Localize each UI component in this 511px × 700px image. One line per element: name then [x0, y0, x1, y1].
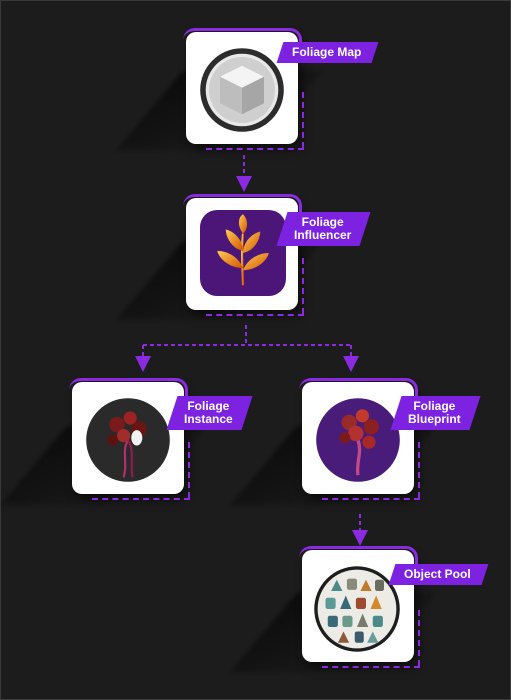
card-dash — [206, 148, 304, 150]
card-dash — [188, 442, 190, 498]
node-foliage-instance[interactable] — [69, 378, 190, 500]
card-dash — [302, 258, 304, 314]
foliage-map-label: Foliage Map — [292, 45, 362, 59]
node-foliage-map[interactable] — [183, 28, 304, 150]
plant-blueprint-icon — [316, 398, 400, 482]
card-trim — [69, 378, 188, 411]
leaf-sprout-icon — [200, 210, 286, 296]
foliage-instance-label: Foliage Instance — [184, 399, 233, 426]
cube-icon — [200, 48, 284, 132]
node-label: Foliage Blueprint — [390, 396, 481, 430]
object-pool-label: Object Pool — [404, 567, 471, 581]
node-label: Foliage Influencer — [276, 212, 371, 246]
card-trim — [183, 194, 302, 227]
card-dash — [302, 92, 304, 148]
card-dash — [322, 666, 420, 668]
node-label: Foliage Map — [276, 42, 379, 63]
node-foliage-influencer[interactable] — [183, 194, 304, 316]
card-trim — [299, 378, 418, 411]
foliage-influencer-label: Foliage Influencer — [294, 215, 352, 242]
tree-grid-icon — [314, 566, 400, 652]
card-dash — [418, 442, 420, 498]
node-label: Foliage Instance — [166, 396, 253, 430]
card-dash — [206, 314, 304, 316]
card-dash — [322, 498, 420, 500]
card-dash — [418, 610, 420, 666]
foliage-blueprint-label: Foliage Blueprint — [408, 399, 461, 426]
node-label: Object Pool — [388, 564, 489, 585]
plant-instance-icon — [86, 398, 170, 482]
card-dash — [92, 498, 190, 500]
card-trim — [299, 546, 418, 579]
node-foliage-blueprint[interactable] — [299, 378, 420, 500]
